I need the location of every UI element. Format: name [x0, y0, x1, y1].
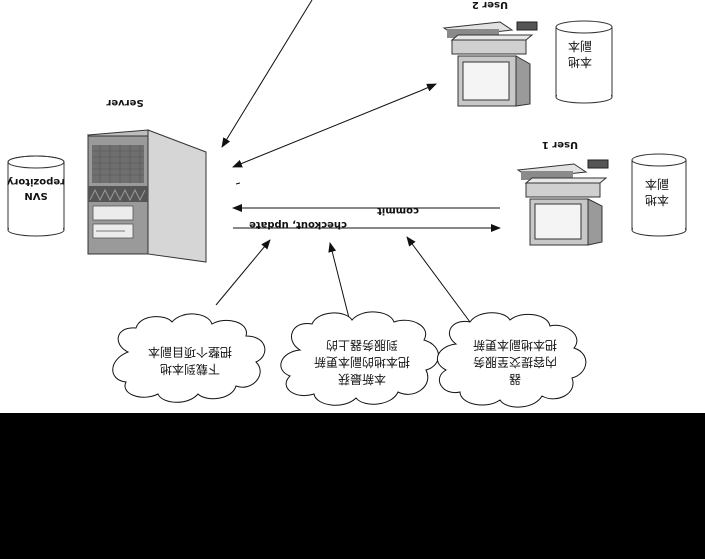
user1-label: User 1 — [542, 139, 578, 150]
cloud-middle-line-3: 到服务器上的 — [326, 338, 398, 353]
arrow-right-note — [406, 236, 471, 323]
user1-computer-icon — [516, 159, 609, 246]
black-band — [0, 413, 705, 559]
user2-label: User 2 — [472, 0, 508, 10]
cloud-right-line-2: 内容提交至服务 — [473, 355, 557, 370]
server-icon — [86, 129, 207, 263]
arrow-left-note — [215, 239, 271, 306]
svn-repository-icon — [7, 155, 65, 237]
user1-repository-icon — [631, 153, 687, 237]
cloud-right-line-1: 器 — [509, 372, 521, 386]
svn-repository-label-1: SVN — [24, 190, 47, 201]
cloud-left-line-1: 下载到本地 — [160, 362, 220, 376]
svn-repository-label-2: repozitory — [6, 176, 65, 187]
cloud-middle-line-1: 本新最获 — [338, 372, 386, 387]
cloud-note-left: 下载到本地 把整个项目副本 — [112, 313, 266, 403]
user2-repository-label-2: 副本 — [568, 39, 592, 53]
cloud-note-middle: 本新最获 把本地的副本更新 到服务器上的 — [280, 311, 439, 406]
diagram-area: Server SVN repozitory — [0, 0, 705, 413]
cloud-left-line-2: 把整个项目副本 — [148, 345, 232, 360]
user2-repository-label-1: 本地 — [568, 55, 592, 69]
cloud-middle-line-2: 把本地的副本更新 — [314, 355, 410, 370]
user1-repository-label-2: 副本 — [645, 177, 669, 191]
dot-marker — [235, 182, 241, 185]
arrow-server-to-user2 — [419, 83, 437, 92]
arrow-middle-note — [328, 242, 350, 319]
svn-workflow-diagram: Server SVN repozitory — [6, 0, 687, 408]
arrow-user2-to-server — [232, 90, 421, 168]
cloud-right-line-3: 把本地副本更新 — [473, 338, 557, 353]
checkout-update-label: checkout, update — [249, 219, 347, 230]
commit-label: commit — [377, 205, 419, 216]
user1-repository-label-1: 本地 — [645, 193, 669, 207]
user2-repository-icon — [555, 20, 613, 104]
user2-computer-icon — [442, 21, 538, 107]
arrow-top-to-server — [221, 0, 313, 148]
server-label: Server — [106, 97, 143, 108]
cloud-note-right: 器 内容提交至服务 把本地副本更新 — [436, 312, 587, 408]
